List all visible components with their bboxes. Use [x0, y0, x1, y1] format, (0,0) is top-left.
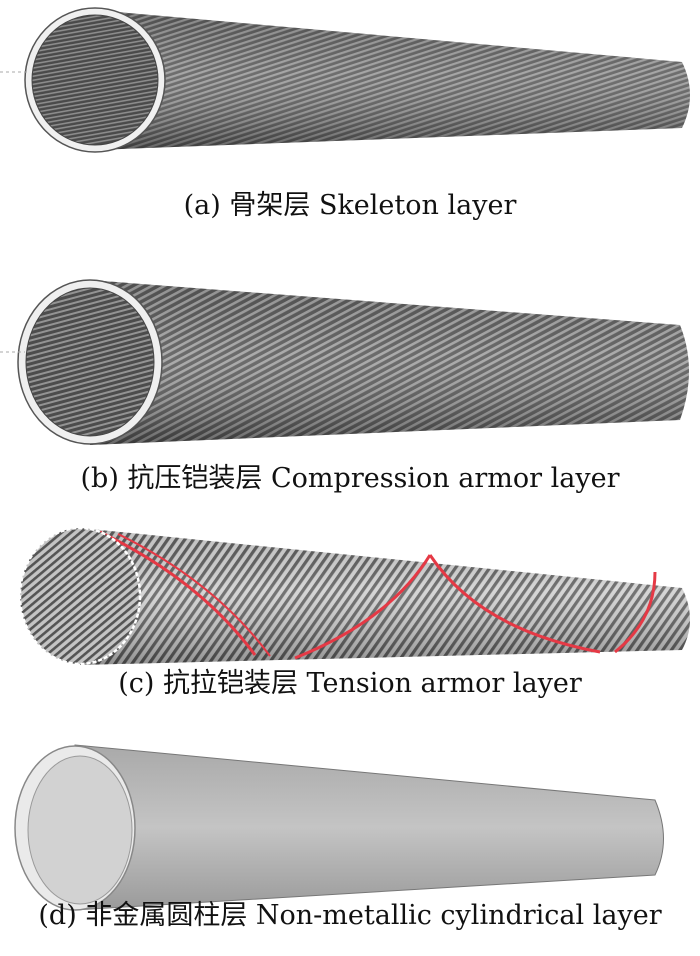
panel-b: (b) 抗压铠装层 Compression armor layer: [0, 270, 700, 500]
caption-d: (d) 非金属圆柱层 Non-metallic cylindrical laye…: [0, 900, 700, 932]
panel-d: (d) 非金属圆柱层 Non-metallic cylindrical laye…: [0, 740, 700, 956]
skeleton-layer-tube: [0, 0, 700, 200]
caption-a: (a) 骨架层 Skeleton layer: [0, 190, 700, 222]
panel-a: (a) 骨架层 Skeleton layer: [0, 0, 700, 230]
caption-b: (b) 抗压铠装层 Compression armor layer: [0, 463, 700, 495]
caption-c: (c) 抗拉铠装层 Tension armor layer: [0, 668, 700, 700]
compression-armor-layer-tube: [0, 270, 700, 470]
panel-c: (c) 抗拉铠装层 Tension armor layer: [0, 520, 700, 720]
